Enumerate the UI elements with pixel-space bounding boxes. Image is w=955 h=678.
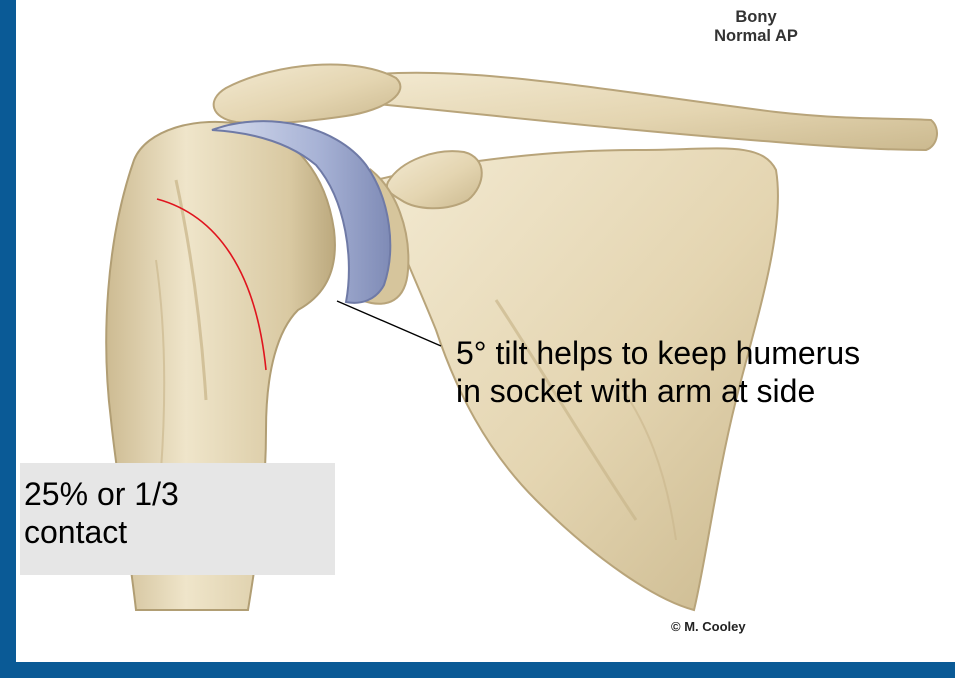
contact-callout: 25% or 1/3 contact <box>20 463 335 575</box>
content-panel: Bony Normal AP 5° tilt helps to keep hum… <box>16 0 955 662</box>
contact-line-2: contact <box>24 513 335 551</box>
annotation-pointer <box>337 301 441 346</box>
coracoid-process <box>387 151 482 208</box>
acromion <box>214 65 401 124</box>
title-line-1: Bony <box>656 8 856 27</box>
page-title: Bony Normal AP <box>656 8 856 46</box>
contact-line-1: 25% or 1/3 <box>24 475 335 513</box>
clavicle <box>339 73 937 150</box>
title-line-2: Normal AP <box>656 27 856 46</box>
copyright-label: © M. Cooley <box>671 619 746 634</box>
tilt-annotation: 5° tilt helps to keep humerus in socket … <box>456 334 876 410</box>
